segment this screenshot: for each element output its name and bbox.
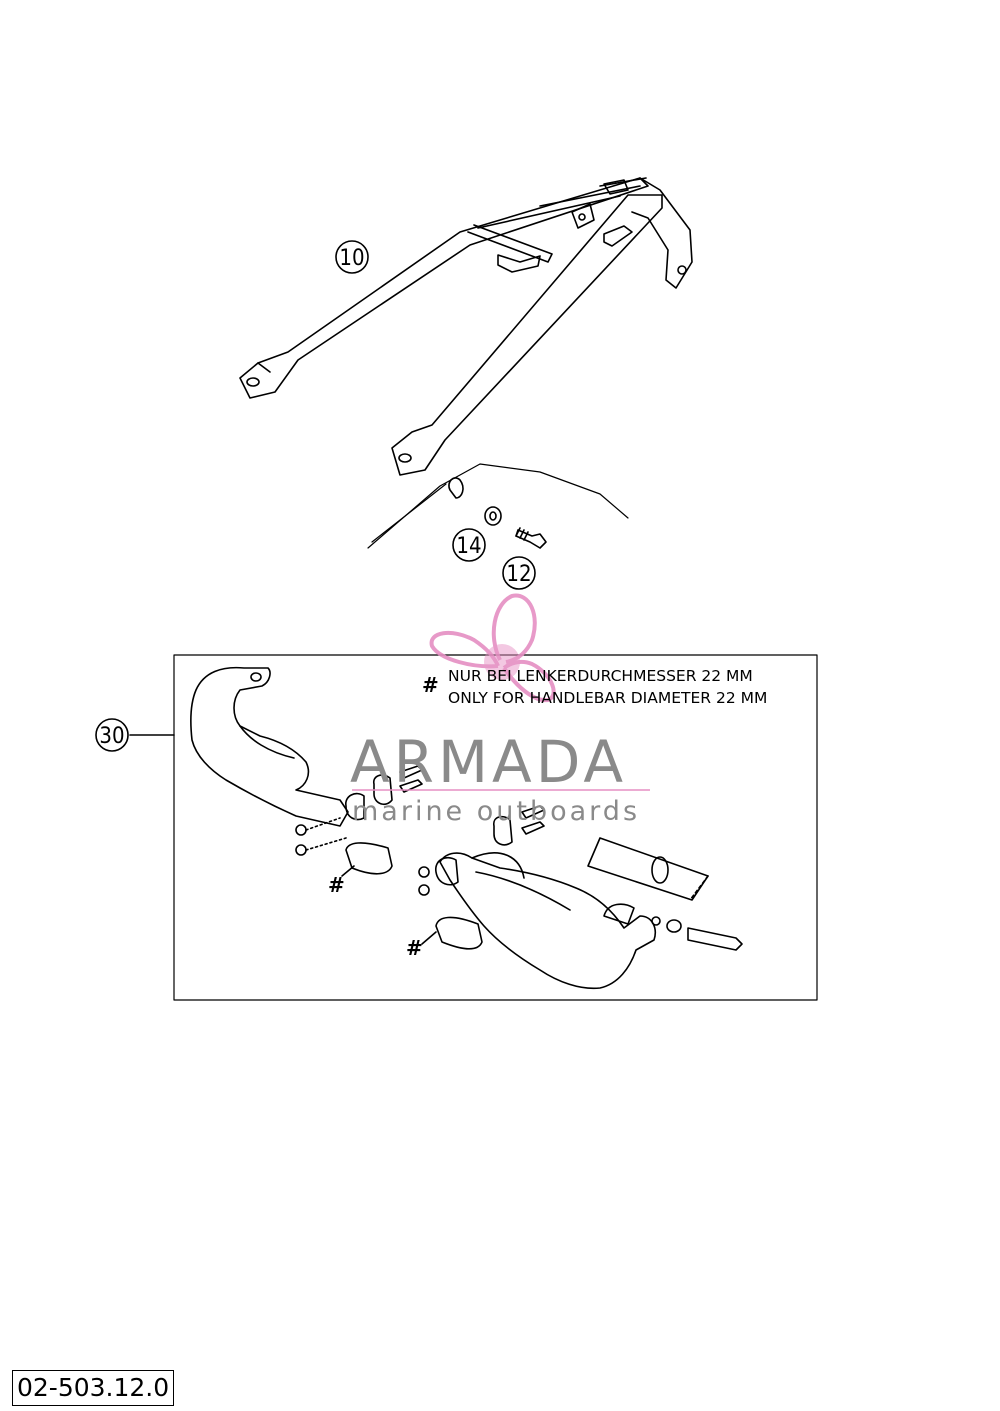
callout-14-circle (452, 528, 486, 562)
handguard-kit-frame (173, 654, 818, 1001)
handguard-kit-drawing (190, 666, 743, 990)
callout-30-circle (95, 718, 129, 752)
handlebar-note-german: NUR BEI LENKERDURCHMESSER 22 MM (448, 667, 753, 685)
hash-marker-left-clamp: # (328, 873, 345, 897)
callout-12-circle (502, 556, 536, 590)
callout-14-label: 14 (456, 534, 481, 559)
hash-marker-right-clamp: # (406, 936, 423, 960)
callout-10-label: 10 (339, 246, 364, 271)
luggage-rack-drawing (239, 177, 693, 476)
document-id-label: 02-503.12.0 (12, 1370, 175, 1406)
callout-12-label: 12 (506, 562, 531, 587)
handlebar-note-english: ONLY FOR HANDLEBAR DIAMETER 22 MM (448, 689, 767, 707)
armada-brand-text: ARMADA (350, 728, 627, 796)
hash-marker-note: # (422, 673, 439, 697)
armada-tagline-text: marine outboards (352, 796, 640, 827)
armada-propeller-logo (429, 593, 556, 703)
callout-30-label: 30 (99, 724, 124, 749)
fender-and-fasteners-drawing (367, 463, 629, 549)
callout-10-circle (335, 240, 369, 274)
